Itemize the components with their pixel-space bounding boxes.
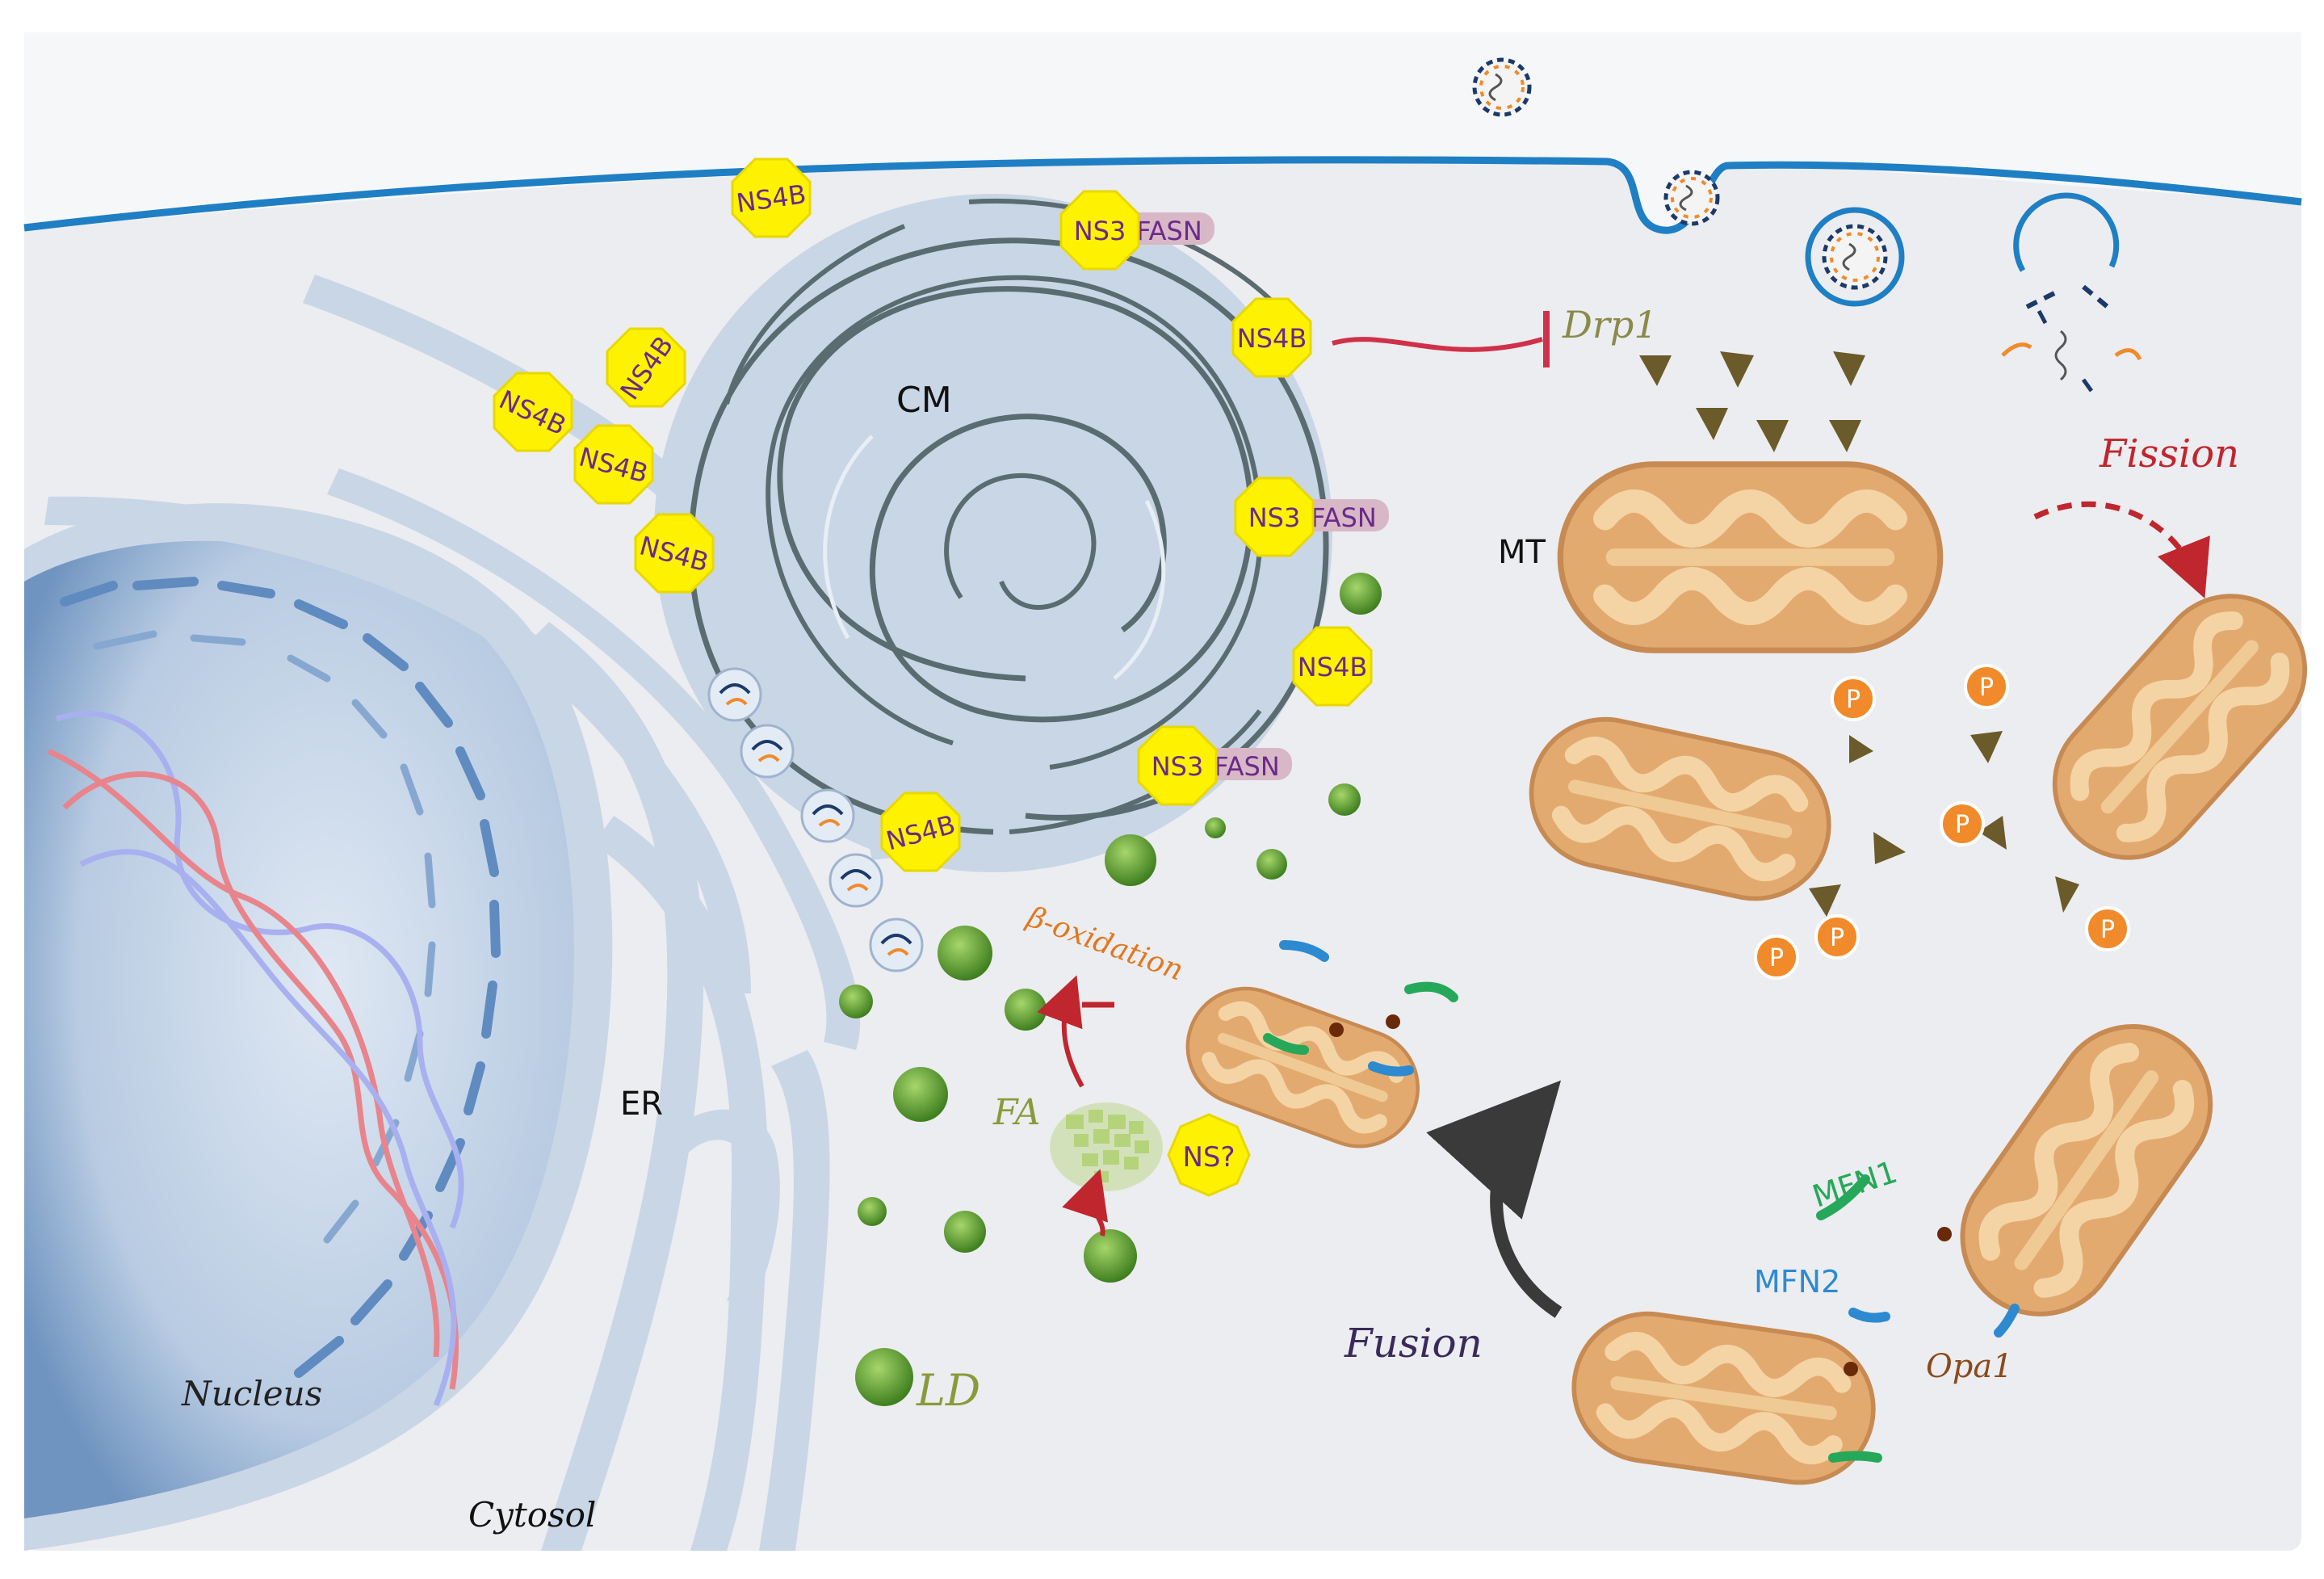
fusion-label: Fusion: [1344, 1320, 1483, 1367]
ns-unknown-protein: NS?: [1168, 1115, 1249, 1195]
phosphate-icon: P: [1756, 936, 1798, 978]
fasn-label: FASN: [1311, 502, 1377, 533]
ns4b-protein: NS4B: [1233, 299, 1311, 376]
ns4b-label: NS4B: [1298, 652, 1368, 682]
ns4b-label: NS4B: [1237, 323, 1307, 354]
ns4b-protein: NS4B: [494, 373, 572, 451]
cytosol-label: Cytosol: [468, 1495, 596, 1535]
opa1-label: Opa1: [1926, 1348, 2013, 1385]
er-label: ER: [620, 1086, 663, 1123]
phosphate-icon: P: [1941, 803, 1983, 845]
cm-label: CM: [896, 380, 952, 421]
ns4b-protein: NS4B: [732, 159, 810, 237]
ns3-label: NS3: [1152, 751, 1204, 782]
fasn-label: FASN: [1136, 216, 1202, 246]
virion-icon: [1475, 60, 1529, 115]
phosphate-label: P: [1830, 924, 1844, 952]
fa-label: FA: [992, 1092, 1040, 1133]
fatty-acid-cluster: [1050, 1102, 1163, 1191]
phosphate-label: P: [2100, 916, 2115, 944]
mitochondrion-large: [1560, 464, 1940, 650]
ns4b-protein: NS4B: [636, 514, 713, 592]
phosphate-label: P: [1769, 944, 1784, 972]
ns4b-protein: NS4B: [1294, 628, 1371, 705]
virion-icon: [1666, 172, 1718, 224]
ns4b-protein: NS4B: [882, 793, 959, 871]
ns-unknown-label: NS?: [1182, 1141, 1235, 1174]
phosphate-icon: P: [1965, 666, 2007, 708]
fission-label: Fission: [2099, 431, 2239, 477]
ns3-label: NS3: [1248, 502, 1301, 533]
phosphate-label: P: [1979, 674, 1994, 702]
ns3-label: NS3: [1074, 216, 1126, 246]
drp1-label: Drp1: [1562, 303, 1658, 346]
phosphate-label: P: [1955, 811, 1970, 839]
phosphate-icon: P: [2087, 908, 2129, 950]
phosphate-icon: P: [1816, 916, 1858, 958]
phosphate-label: P: [1846, 686, 1860, 714]
mfn2-label: MFN2: [1754, 1264, 1840, 1300]
ns4b-protein: NS4B: [607, 329, 685, 406]
fasn-label: FASN: [1214, 751, 1280, 782]
ns4b-protein: NS4B: [575, 426, 652, 503]
phosphate-icon: P: [1832, 678, 1874, 720]
nucleus-label: Nucleus: [181, 1374, 322, 1413]
mt-label: MT: [1498, 534, 1546, 571]
ld-label: LD: [916, 1365, 980, 1416]
